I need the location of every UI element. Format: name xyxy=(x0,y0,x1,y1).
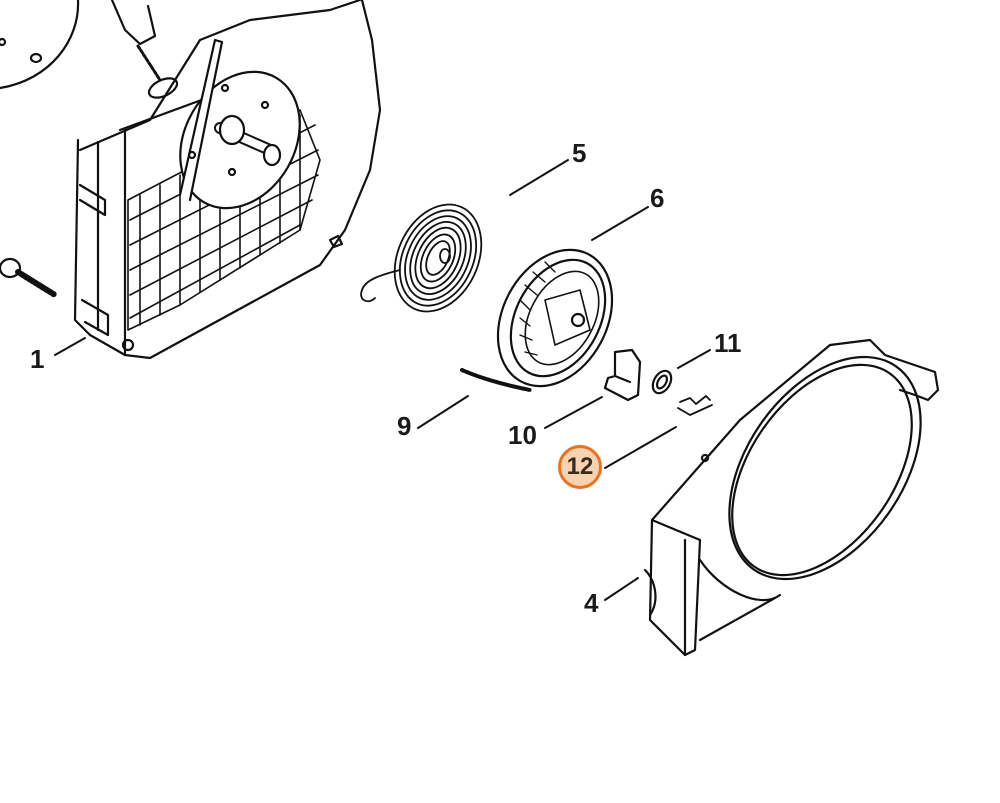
fan-housing xyxy=(73,0,382,360)
label-part-5: 5 xyxy=(572,138,587,168)
leader-lines xyxy=(54,159,711,601)
rope-rotor xyxy=(496,248,614,388)
rewind-spring xyxy=(360,203,483,313)
label-part-6: 6 xyxy=(650,183,665,213)
spring-clip xyxy=(677,395,713,416)
label-part-4: 4 xyxy=(584,588,599,618)
washer xyxy=(651,369,673,395)
screw xyxy=(0,257,58,298)
label-part-9: 9 xyxy=(397,411,412,441)
label-part-1: 1 xyxy=(30,344,45,374)
starter-cover xyxy=(643,338,940,657)
label-part-12-highlighted[interactable]: 12 xyxy=(558,445,602,489)
pawl xyxy=(603,348,642,402)
starter-rope xyxy=(460,368,532,392)
label-part-11: 11 xyxy=(714,328,742,358)
flywheel-partial xyxy=(0,0,80,90)
label-part-10: 10 xyxy=(508,420,537,450)
